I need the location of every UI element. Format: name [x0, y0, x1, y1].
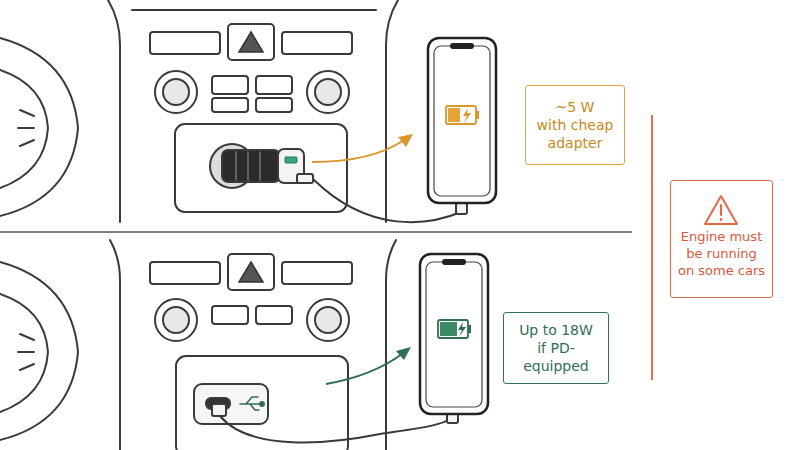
phone-screen	[434, 46, 490, 196]
panel-divider	[0, 231, 632, 233]
panel-button	[212, 98, 248, 112]
gauge-ticks	[18, 334, 34, 370]
usb-symbol	[240, 397, 262, 410]
cable-plug	[212, 404, 226, 416]
console-edge	[108, 0, 120, 222]
panel-button	[256, 306, 292, 324]
battery-icon	[438, 320, 468, 338]
callout-box: Engine must be running on some cars	[670, 180, 773, 298]
callout-arrow	[312, 140, 404, 162]
hazard-button	[228, 254, 274, 290]
usb-port-panel	[194, 384, 268, 424]
phone-notch	[450, 43, 474, 49]
gauge-ticks	[18, 110, 34, 146]
callout-heading: Engine must be running on some cars	[677, 229, 766, 280]
arrow-head	[396, 347, 411, 360]
phone-screen	[426, 262, 482, 407]
panel-button	[256, 98, 292, 112]
vent-button	[282, 32, 352, 54]
hazard-symbol	[239, 32, 263, 52]
cable-plug	[297, 174, 313, 183]
warning-mark	[720, 218, 723, 221]
warning-icon	[705, 196, 737, 224]
gauge-dial	[0, 70, 48, 188]
control-knob	[163, 79, 189, 105]
gauge-dial	[0, 294, 48, 412]
port-recess	[176, 356, 348, 450]
control-knob	[307, 299, 349, 341]
panel-button	[256, 76, 292, 94]
callout-note: if PD-equipped	[512, 339, 600, 375]
vent-button	[150, 262, 220, 284]
panel-button	[212, 306, 248, 324]
socket-recess	[175, 124, 347, 212]
console-trim	[132, 9, 376, 11]
adapter-body	[222, 150, 280, 182]
phone-body	[420, 254, 488, 414]
warning-triangle	[705, 196, 737, 224]
callout-arrow	[326, 354, 402, 384]
side-divider	[651, 115, 653, 380]
vent-button	[282, 262, 352, 284]
hazard-symbol	[239, 262, 263, 282]
control-knob	[315, 79, 341, 105]
console-edge	[110, 240, 120, 450]
usb-slot	[285, 157, 297, 163]
battery-level	[440, 322, 457, 336]
charge-bolt	[458, 322, 466, 337]
console-edge	[386, 240, 396, 450]
control-knob	[163, 307, 189, 333]
adapter-ribs	[236, 152, 260, 180]
battery-nub	[476, 111, 479, 119]
charging-cable	[220, 416, 452, 442]
callout-heading: ~5 W	[556, 98, 595, 116]
hazard-button	[228, 24, 274, 60]
console-edge	[386, 0, 398, 222]
gauge-cluster	[0, 38, 78, 216]
arrow-head	[398, 134, 413, 147]
panel-button	[212, 76, 248, 94]
battery-nub	[468, 325, 471, 333]
warning-mark	[720, 205, 722, 215]
control-knob	[307, 71, 349, 113]
bottom-phone	[420, 254, 488, 414]
charge-bolt	[463, 108, 471, 123]
battery-level	[448, 108, 460, 122]
callout-heading: Up to 18W	[519, 321, 593, 339]
callout-box: Up to 18Wif PD-equipped	[503, 312, 609, 384]
top-dashboard	[0, 0, 467, 222]
callout-note: with cheap adapter	[534, 116, 616, 152]
control-knob	[315, 307, 341, 333]
callout-box: ~5 Wwith cheap adapter	[525, 85, 625, 165]
control-knob	[155, 71, 197, 113]
battery-icon	[446, 106, 476, 124]
phone-notch	[442, 259, 466, 265]
bottom-dashboard	[0, 240, 458, 450]
vent-button	[150, 32, 220, 54]
gauge-cluster	[0, 262, 78, 440]
cable-plug	[456, 203, 467, 214]
control-knob	[155, 299, 197, 341]
phone-body	[428, 38, 496, 203]
usb-symbol	[260, 402, 264, 406]
top-phone	[428, 38, 496, 203]
